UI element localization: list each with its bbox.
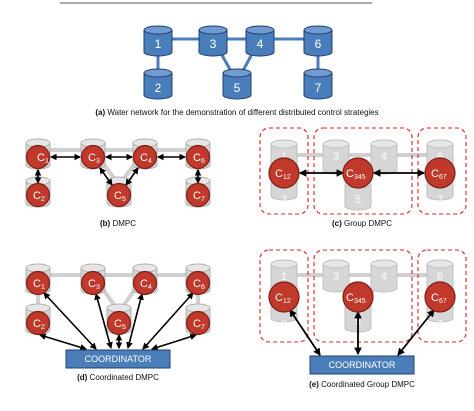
controller-c2: C2 xyxy=(25,182,51,208)
controller-c4: C4 xyxy=(132,144,158,170)
controller-c67: C67 xyxy=(424,157,456,189)
svg-text:4: 4 xyxy=(381,271,387,283)
panel-b: C1 C3 C4 C6 C2 C5 C7 (b) DMPC xyxy=(25,138,211,228)
svg-text:C4: C4 xyxy=(140,278,152,291)
panel-c-controllers: C12 C345 C67 xyxy=(268,157,456,189)
svg-text:7: 7 xyxy=(437,194,443,206)
panel-e-links xyxy=(289,309,435,356)
panel-d-caption: (d) Coordinated DMPC xyxy=(77,373,159,382)
tank-1: 1 xyxy=(143,25,173,57)
group-67-border xyxy=(417,249,467,343)
svg-text:C1: C1 xyxy=(33,278,45,291)
controller-c2: C2 xyxy=(25,310,51,336)
controller-c12: C12 xyxy=(268,157,300,189)
svg-text:C7: C7 xyxy=(193,190,205,203)
controller-c3: C3 xyxy=(80,144,106,170)
panel-d-controllers: C1 C3 C4 C6 C2 C5 C7 xyxy=(25,270,211,336)
svg-text:C345: C345 xyxy=(346,292,366,305)
svg-text:5: 5 xyxy=(355,194,361,206)
svg-text:7: 7 xyxy=(437,319,443,331)
controller-c4: C4 xyxy=(132,270,158,296)
svg-text:C2: C2 xyxy=(33,190,45,203)
panel-a: 1 3 4 6 2 xyxy=(95,25,379,117)
svg-text:3: 3 xyxy=(333,271,339,283)
panel-c: 1 2 3 4 5 6 7 C12 C345 C67 (c) Group DMP… xyxy=(259,127,467,228)
svg-text:C5: C5 xyxy=(114,318,126,331)
tank-6: 6 xyxy=(303,25,333,57)
svg-text:C67: C67 xyxy=(431,168,447,181)
svg-text:C6: C6 xyxy=(193,278,205,291)
controller-c1: C1 xyxy=(25,144,51,170)
svg-text:4: 4 xyxy=(381,151,387,163)
tank-7: 7 xyxy=(303,68,333,100)
tank-3-label: 3 xyxy=(210,37,217,51)
svg-text:C12: C12 xyxy=(275,168,291,181)
panel-e-coordinator: COORDINATOR xyxy=(309,355,415,375)
tank-4-label: 4 xyxy=(257,37,264,51)
svg-text:6: 6 xyxy=(437,151,443,163)
controller-c5: C5 xyxy=(106,182,132,208)
tank-4: 4 xyxy=(370,139,398,175)
panel-e: 1 2 3 4 5 6 7 C12 C345 C67 COORDINATOR (… xyxy=(259,249,467,389)
group-12-border xyxy=(259,249,309,343)
tank-6-label: 6 xyxy=(315,37,322,51)
tank-5-label: 5 xyxy=(234,81,241,95)
tank-7-label: 7 xyxy=(315,81,322,95)
controller-c12: C12 xyxy=(268,281,300,313)
controller-c345: C345 xyxy=(342,281,374,313)
tank-4: 4 xyxy=(245,25,275,57)
panel-b-caption: (b) DMPC xyxy=(100,219,136,228)
panel-a-tanks: 1 3 4 6 2 xyxy=(143,25,333,100)
svg-text:6: 6 xyxy=(437,271,443,283)
controller-c1: C1 xyxy=(25,270,51,296)
svg-text:2: 2 xyxy=(281,319,287,331)
svg-text:2: 2 xyxy=(281,194,287,206)
svg-text:C2: C2 xyxy=(33,318,45,331)
panel-b-links xyxy=(34,153,202,186)
svg-text:C1: C1 xyxy=(37,152,49,165)
panel-b-controllers: C1 C3 C4 C6 C2 C5 C7 xyxy=(25,144,211,208)
svg-text:C6: C6 xyxy=(193,152,205,165)
panel-a-caption-text: Water network for the demonstration of d… xyxy=(105,108,378,117)
svg-text:C12: C12 xyxy=(275,292,291,305)
controller-c5: C5 xyxy=(106,310,132,336)
svg-text:1: 1 xyxy=(281,271,287,283)
tank-2-label: 2 xyxy=(155,81,162,95)
svg-text:C5: C5 xyxy=(114,190,126,203)
controller-c7: C7 xyxy=(185,310,211,336)
controller-c345: C345 xyxy=(342,157,374,189)
panel-d-coordinator-label: COORDINATOR xyxy=(85,354,152,364)
panel-e-coordinator-label: COORDINATOR xyxy=(329,360,396,370)
controller-c6: C6 xyxy=(185,270,211,296)
controller-c7: C7 xyxy=(185,182,211,208)
tank-4: 4 xyxy=(370,259,398,293)
panel-d: C1 C3 C4 C6 C2 C5 C7 COORDINATOR (d) Coo… xyxy=(25,263,211,382)
svg-text:C4: C4 xyxy=(140,152,152,165)
panel-e-groups xyxy=(259,249,467,343)
controller-c67: C67 xyxy=(424,281,456,313)
svg-text:1: 1 xyxy=(281,151,287,163)
tank-3: 3 xyxy=(322,259,350,293)
panel-d-links xyxy=(39,292,197,351)
panel-a-caption: (a) Water network for the demonstration … xyxy=(95,108,378,117)
tank-3: 3 xyxy=(198,25,228,57)
panel-e-caption: (e) Coordinated Group DMPC xyxy=(309,380,415,389)
svg-text:C3: C3 xyxy=(88,278,100,291)
svg-text:C7: C7 xyxy=(193,318,205,331)
panel-a-caption-prefix: (a) xyxy=(95,108,105,117)
svg-text:C345: C345 xyxy=(346,168,366,181)
svg-text:3: 3 xyxy=(333,151,339,163)
panel-d-coordinator: COORDINATOR xyxy=(65,349,171,369)
controller-c6: C6 xyxy=(185,144,211,170)
svg-text:C67: C67 xyxy=(431,292,447,305)
svg-text:C3: C3 xyxy=(88,152,100,165)
panel-c-caption: (c) Group DMPC xyxy=(332,219,392,228)
controller-c3: C3 xyxy=(80,270,106,296)
tank-1-label: 1 xyxy=(155,37,162,51)
tank-5: 5 xyxy=(222,68,252,100)
panel-e-controllers: C12 C345 C67 xyxy=(268,281,456,313)
tank-2: 2 xyxy=(143,68,173,100)
